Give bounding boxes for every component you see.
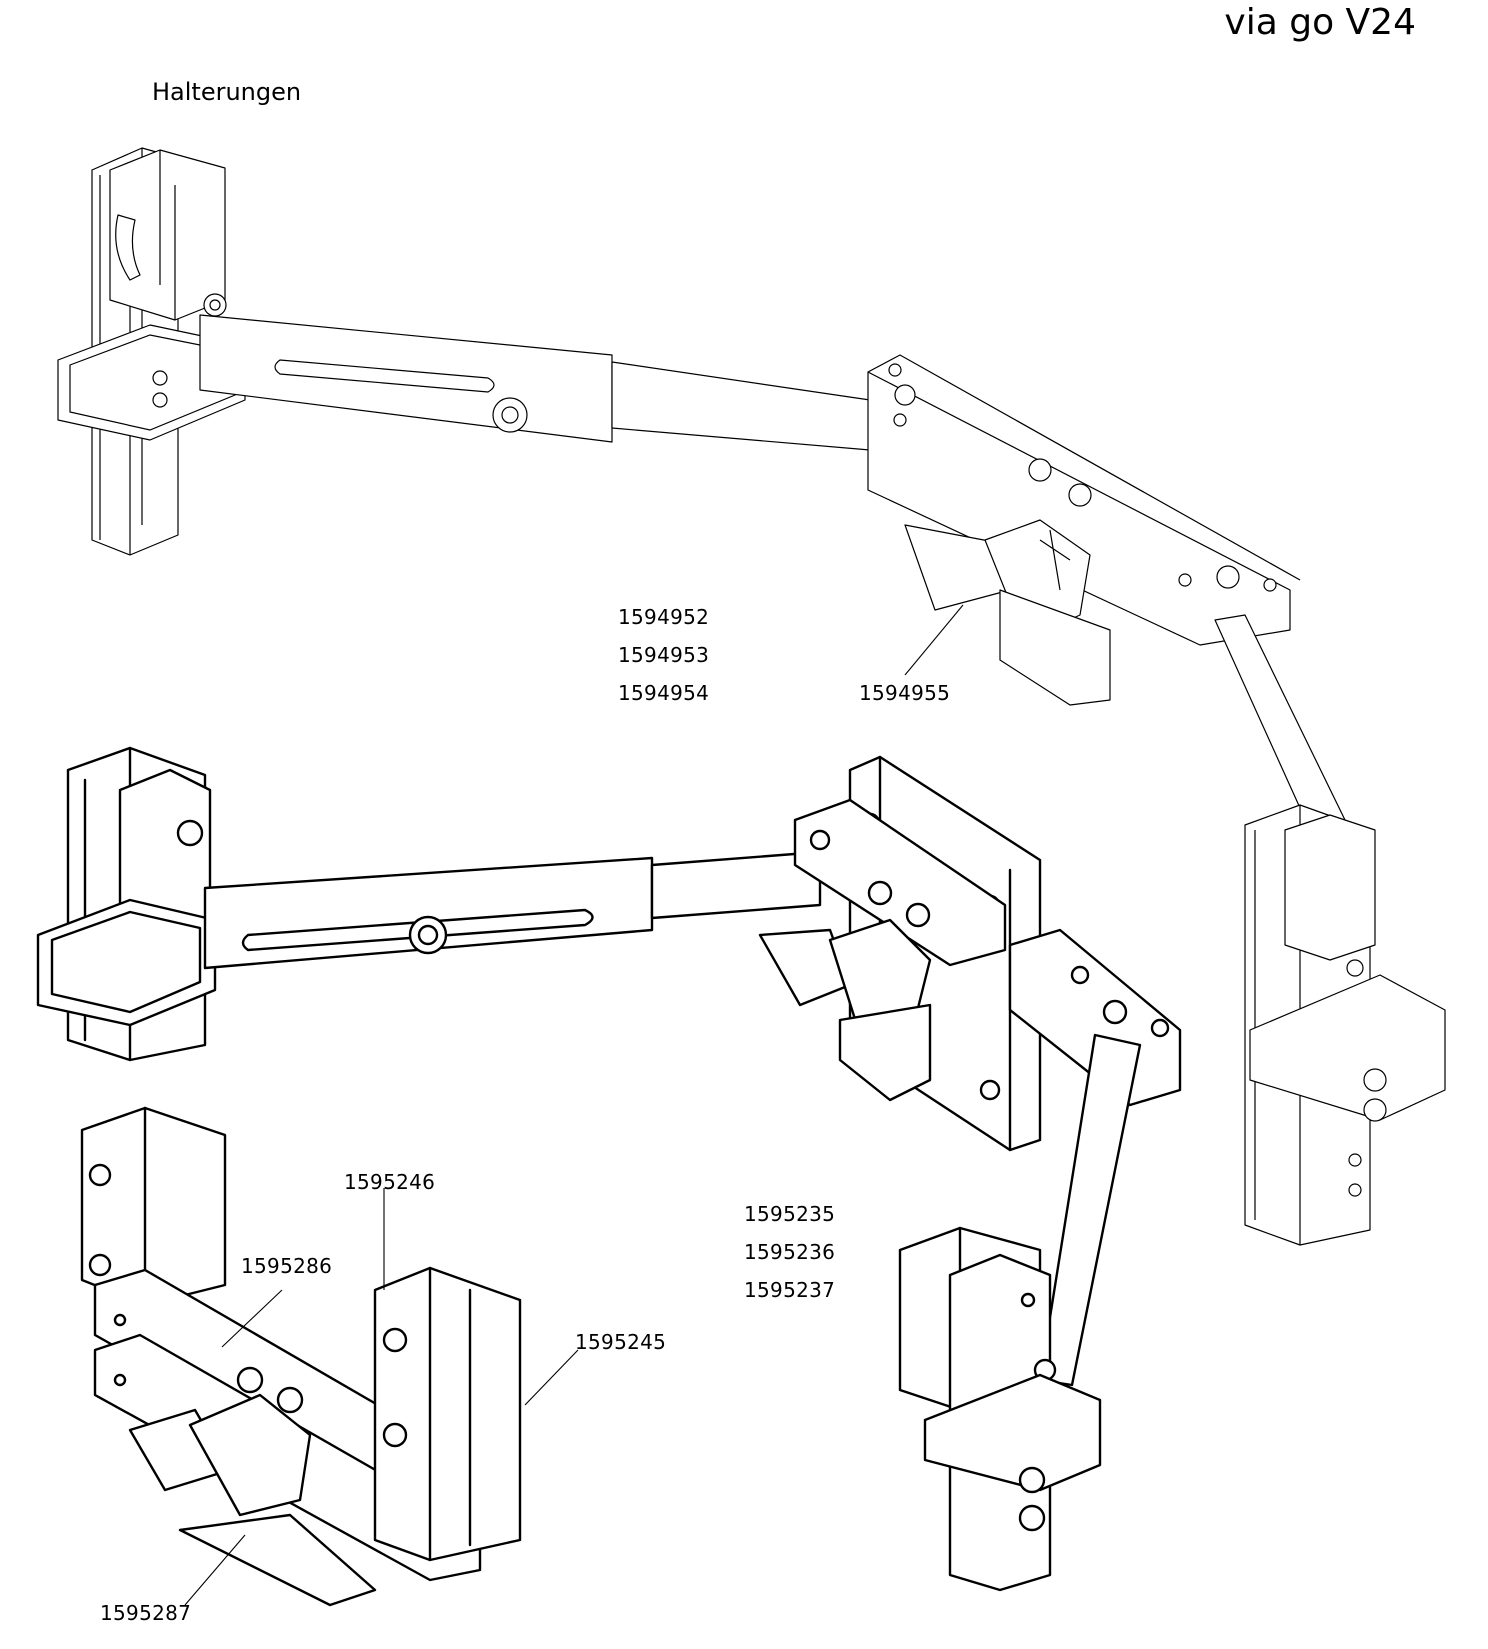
part-number: 1595286: [241, 1254, 333, 1278]
part-number: 1595236: [744, 1240, 836, 1264]
middle-mount-assembly: [36, 746, 1182, 1592]
top-mount-assembly: [57, 147, 1446, 1246]
bottom-left-assembly: [80, 1106, 522, 1607]
leader-lines: [184, 604, 964, 1606]
document-title: via go V24: [1224, 2, 1416, 43]
part-number: 1595245: [575, 1330, 667, 1354]
part-number: 1594954: [618, 681, 710, 705]
part-number: 1595246: [344, 1170, 436, 1194]
part-number: 1595287: [100, 1601, 192, 1625]
part-number: 1595235: [744, 1202, 836, 1226]
part-number: 1594952: [618, 605, 710, 629]
section-heading: Halterungen: [152, 78, 302, 106]
part-number: 1594955: [859, 681, 951, 705]
part-number: 1594953: [618, 643, 710, 667]
part-number: 1595237: [744, 1278, 836, 1302]
